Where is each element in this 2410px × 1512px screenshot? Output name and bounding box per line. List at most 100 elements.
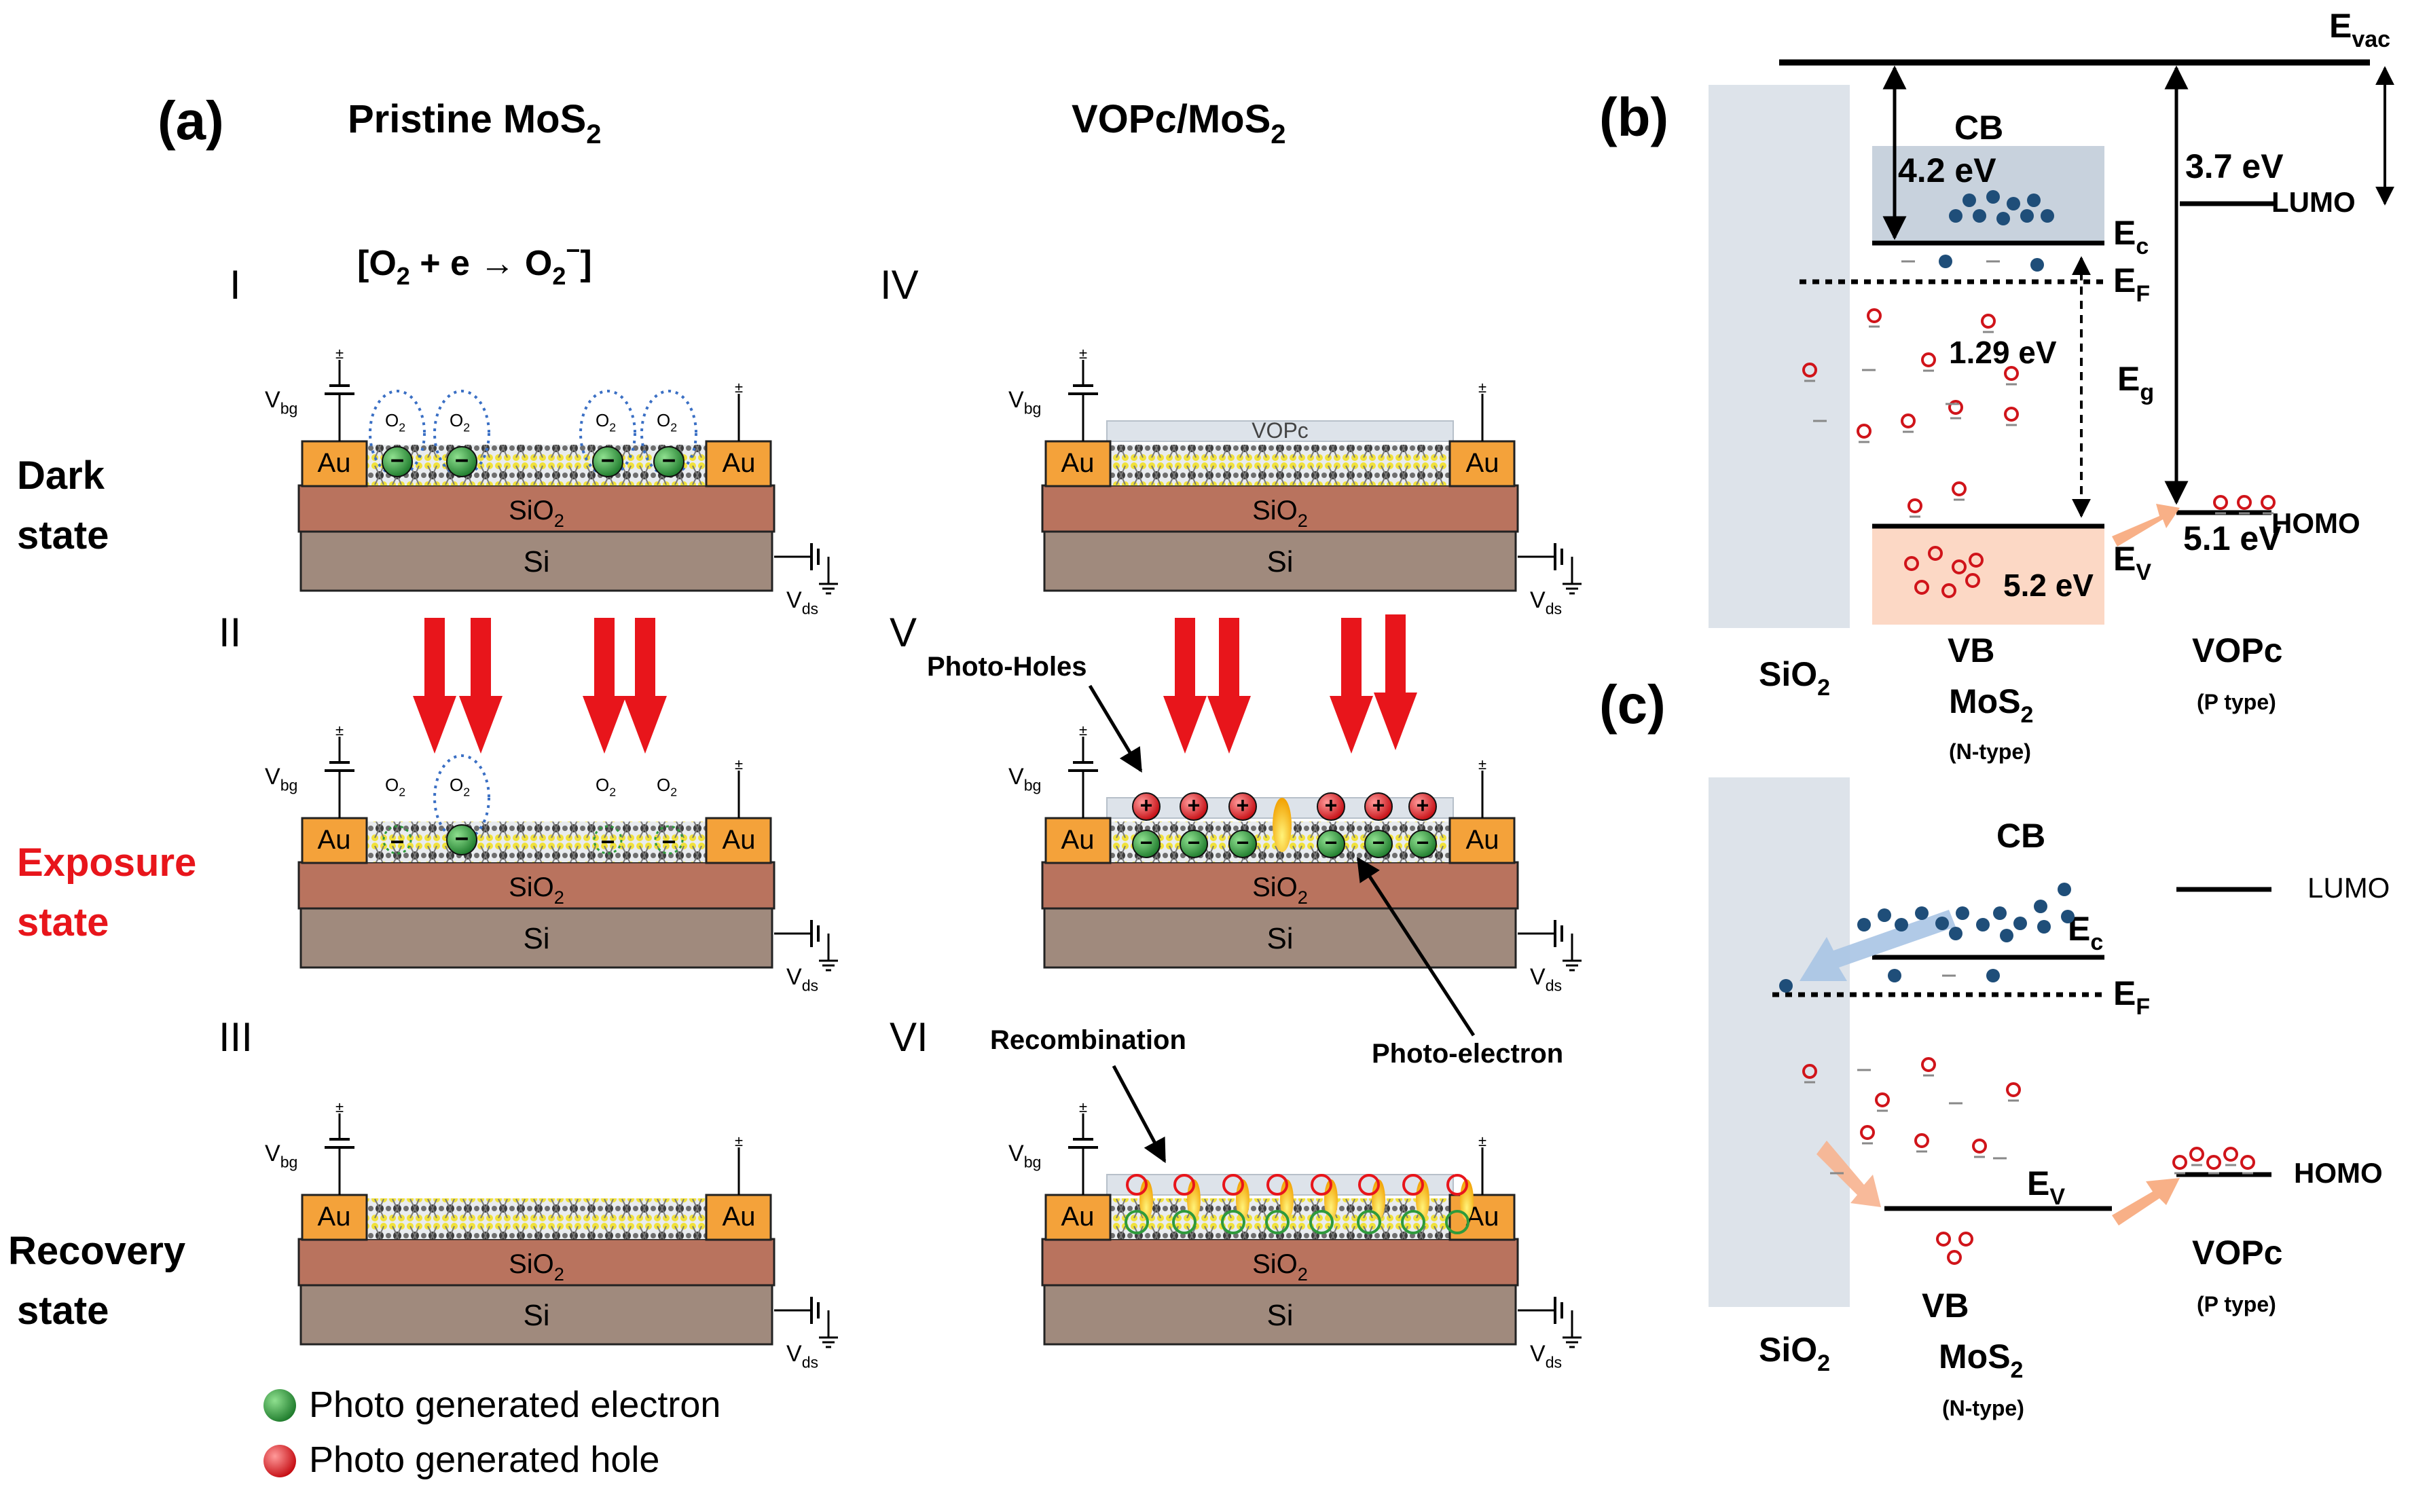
- electron-II-1: [446, 824, 477, 855]
- sio2-layer: [1041, 484, 1519, 533]
- cb-label-c: CB: [1996, 817, 2045, 855]
- cb-electron-b-8: [2041, 209, 2054, 223]
- sio2-layer: [1041, 1238, 1519, 1287]
- trap-II-3-sign: −: [661, 828, 676, 855]
- si-layer: [299, 1282, 773, 1346]
- legend-electron: Photo generated electron: [309, 1384, 720, 1425]
- red-arrow-4: [1163, 618, 1207, 754]
- trap-II-0: [382, 825, 412, 855]
- hole-V-4-sign: +: [1372, 793, 1385, 817]
- au-label-left: Au: [318, 1202, 351, 1232]
- hole-b-0: [1867, 308, 1882, 323]
- cb-electron-c-8: [2013, 917, 2027, 930]
- electron-V-1-sign: −: [1188, 830, 1201, 855]
- sio2-layer: [297, 484, 775, 533]
- cb-electron-b-6: [2020, 209, 2034, 223]
- vb-hole-b-5: [1965, 573, 1980, 588]
- legend-hole: Photo generated hole: [309, 1439, 659, 1480]
- hole-b-11: [2213, 495, 2228, 510]
- flame-VI-3: [1280, 1179, 1294, 1220]
- cb-gap-value: 4.2 eV: [1898, 151, 1996, 189]
- vb-hole-b-0: [1904, 556, 1919, 571]
- ef-electron-b-0: [1939, 255, 1952, 268]
- cb-electron-c-11: [2037, 920, 2051, 934]
- hole-V-0: [1132, 792, 1161, 821]
- cb-electron-c-15: [1779, 979, 1793, 993]
- cb-electron-c-12: [2061, 910, 2075, 923]
- rt-ground: ±: [735, 756, 743, 773]
- vb-region-b: [1872, 526, 2104, 625]
- rt-ground: ±: [1478, 756, 1486, 773]
- annotation-recombination: Recombination: [990, 1025, 1186, 1055]
- roman-IV: IV: [880, 262, 919, 308]
- o2-II-3-label: O2: [657, 775, 677, 798]
- vbg-ground: ±: [335, 722, 344, 739]
- cb-electron-c-7: [1993, 906, 2007, 920]
- band-carriers: [1779, 190, 2276, 1265]
- vb-hole-c-0: [1936, 1232, 1951, 1247]
- ev-label-c: EV: [2027, 1164, 2065, 1210]
- hole-c-7: [2172, 1155, 2187, 1170]
- hole-ring-VI-5: [1358, 1174, 1380, 1196]
- vbg-label: Vbg: [265, 1141, 297, 1171]
- flame-VI-0: [1139, 1179, 1153, 1220]
- vds-label: Vds: [786, 1341, 818, 1371]
- vb-value: 5.2 eV: [2003, 568, 2094, 603]
- sio2-layer: [297, 1238, 775, 1287]
- si-layer: [299, 905, 773, 969]
- annotation-photo-electron: Photo-electron: [1372, 1039, 1563, 1069]
- cb-electron-c-13: [1949, 927, 1962, 940]
- vbg-label: Vbg: [1008, 387, 1041, 418]
- arrow-recombination: [1112, 1065, 1167, 1164]
- electron-ring-VI-4: [1309, 1210, 1334, 1234]
- roman-VI: VI: [890, 1014, 928, 1060]
- panel-label-b: (b): [1599, 87, 1668, 147]
- electron-ring-VI-2: [1221, 1210, 1245, 1234]
- hole-b-9: [1907, 498, 1922, 513]
- au-contact-left: [1044, 1194, 1112, 1241]
- vds-label: Vds: [1530, 964, 1562, 995]
- cb-electron-b-3: [2027, 193, 2041, 207]
- au-contact-left: [301, 440, 368, 487]
- cb-electron-c-10: [2058, 883, 2071, 896]
- state-recovery: Recovery: [8, 1229, 185, 1273]
- hole-c-10: [2223, 1147, 2238, 1162]
- electron-V-0-sign: −: [1140, 830, 1153, 855]
- electron-I-1-sign: −: [455, 447, 469, 474]
- lumo-label-b: LUMO: [2271, 186, 2356, 218]
- sio2-band-b: [1709, 85, 1850, 628]
- electron-I-0: [382, 446, 413, 477]
- electron-V-5: [1408, 830, 1437, 858]
- o2-II-2-label: O2: [596, 775, 616, 798]
- hole-ring-VI-7: [1446, 1174, 1468, 1196]
- vbg-ground: ±: [1079, 1099, 1087, 1115]
- vbg-ground: ±: [335, 1099, 344, 1115]
- o2-I-2-label: O2: [596, 410, 616, 434]
- band-diagram-b: (b) Evac CB 4.2 eV Ec EF 1.29 eV Eg 5.2 …: [1599, 7, 2394, 764]
- cb-electron-b-2: [2007, 197, 2020, 210]
- au-label-right: Au: [723, 825, 756, 855]
- si-label: Si: [523, 545, 549, 578]
- red-arrow-3: [623, 618, 667, 754]
- flame-VI-4: [1324, 1179, 1338, 1220]
- electron-ring-VI-5: [1357, 1210, 1381, 1234]
- au-label-left: Au: [1061, 448, 1095, 478]
- hole-c-4: [1914, 1133, 1929, 1148]
- au-contact-right: [1448, 440, 1516, 487]
- sio2-label-c: SiO2: [1759, 1331, 1830, 1376]
- au-contact-left: [301, 817, 368, 864]
- flame-VI-7: [1460, 1179, 1474, 1220]
- vbg-ground: ±: [1079, 722, 1087, 739]
- cb-electron-b-5: [1996, 212, 2010, 225]
- cb-electron-c-6: [1976, 918, 1990, 932]
- title-pristine: Pristine MoS2: [348, 97, 602, 149]
- vbg-label: Vbg: [265, 764, 297, 794]
- hole-flow-arrow-1: [1816, 1141, 1881, 1207]
- cb-electron-b-0: [1962, 193, 1976, 207]
- trap-II-3: [654, 825, 684, 855]
- electron-ring-VI-7: [1445, 1210, 1469, 1234]
- sio2-label: SiO2: [1252, 496, 1308, 531]
- electron-I-3-sign: −: [662, 447, 676, 474]
- vds-label: Vds: [786, 587, 818, 618]
